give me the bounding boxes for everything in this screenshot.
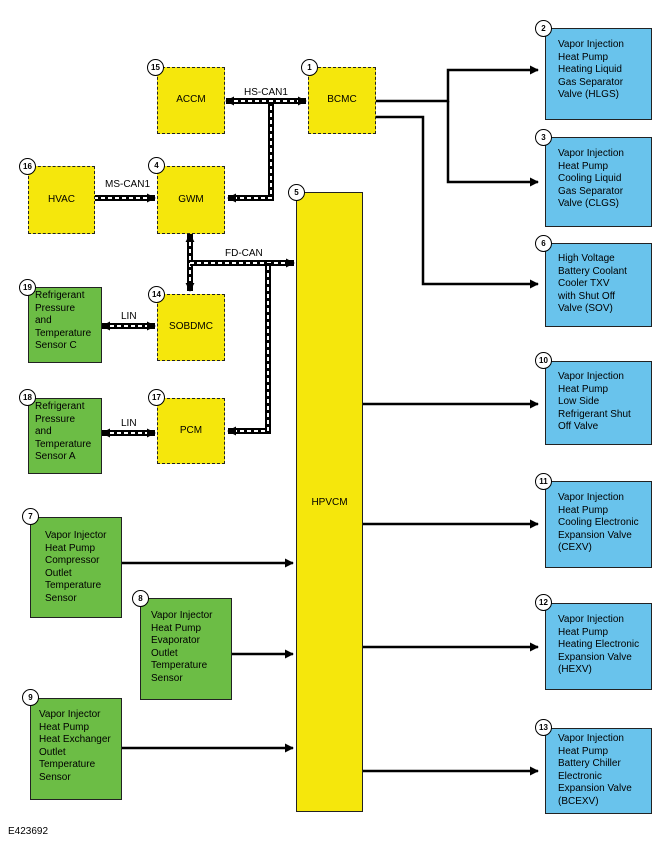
hlgs-valve: Vapor Injection Heat Pump Heating Liquid…	[545, 28, 652, 120]
callout-number: 12	[535, 594, 552, 611]
heat-exchanger-outlet-temp-sensor: Vapor Injector Heat Pump Heat Exchanger …	[30, 698, 122, 800]
lin-top-label: LIN	[121, 311, 137, 322]
bcmc-to-hlgs-link	[376, 65, 539, 103]
module-label: HVAC	[47, 193, 76, 205]
actuator-label: Vapor Injection Heat Pump Cooling Electr…	[558, 492, 639, 554]
module-label: HPVCM	[311, 497, 348, 508]
bcmc-to-clgs-link	[446, 101, 539, 187]
bus-links	[85, 96, 307, 438]
module-label: ACCM	[176, 94, 206, 106]
callout-number: 2	[535, 20, 552, 37]
refrigerant-sensor-c: Refrigerant Pressure and Temperature Sen…	[28, 287, 102, 363]
bcmc-module: BCMC	[308, 67, 376, 134]
hvac-module: HVAC	[28, 166, 95, 234]
callout-number: 14	[148, 286, 165, 303]
actuator-label: High Voltage Battery Coolant Cooler TXV …	[558, 253, 627, 315]
actuator-label: Vapor Injection Heat Pump Battery Chille…	[558, 733, 632, 807]
sensor-label: Refrigerant Pressure and Temperature Sen…	[35, 401, 92, 463]
compressor-outlet-temp-sensor: Vapor Injector Heat Pump Compressor Outl…	[30, 517, 122, 618]
callout-number: 7	[22, 508, 39, 525]
gwm-module: GWM	[157, 166, 225, 234]
callout-number: 1	[301, 59, 318, 76]
ms-can1-label: MS-CAN1	[105, 179, 151, 190]
actuator-label: Vapor Injection Heat Pump Heating Liquid…	[558, 39, 624, 101]
hexv-valve: Vapor Injection Heat Pump Heating Electr…	[545, 603, 652, 690]
actuator-label: Vapor Injection Heat Pump Heating Electr…	[558, 614, 640, 676]
hs-can1-to-gwm-link	[227, 103, 274, 203]
callout-number: 16	[19, 158, 36, 175]
callout-number: 9	[22, 689, 39, 706]
evaporator-outlet-temp-sensor: Vapor Injector Heat Pump Evaporator Outl…	[140, 598, 232, 700]
actuator-label: Vapor Injection Heat Pump Low Side Refri…	[558, 371, 631, 433]
fd-can-to-pcm-link	[227, 263, 271, 436]
sensor-label: Vapor Injector Heat Pump Evaporator Outl…	[151, 610, 213, 684]
callout-number: 13	[535, 719, 552, 736]
callout-number: 3	[535, 129, 552, 146]
sensor-label: Refrigerant Pressure and Temperature Sen…	[35, 290, 92, 352]
bcexv-valve: Vapor Injection Heat Pump Battery Chille…	[545, 728, 652, 814]
pcm-module: PCM	[157, 398, 225, 464]
low-side-shutoff-valve: Vapor Injection Heat Pump Low Side Refri…	[545, 361, 652, 445]
clgs-valve: Vapor Injection Heat Pump Cooling Liquid…	[545, 137, 652, 227]
figure-reference-code: E423692	[8, 826, 49, 837]
module-label: BCMC	[327, 94, 357, 106]
callout-number: 19	[19, 279, 36, 296]
module-label: SOBDMC	[169, 321, 213, 333]
hs-can1-label: HS-CAN1	[244, 87, 288, 98]
callout-number: 17	[148, 389, 165, 406]
actuator-label: Vapor Injection Heat Pump Cooling Liquid…	[558, 148, 624, 210]
output-links	[363, 65, 539, 776]
fd-can-label: FD-CAN	[225, 248, 263, 259]
callout-number: 5	[288, 184, 305, 201]
sensor-label: Vapor Injector Heat Pump Heat Exchanger …	[39, 709, 111, 783]
lin-bottom-label: LIN	[121, 418, 137, 429]
module-label: PCM	[179, 424, 203, 436]
callout-number: 4	[148, 157, 165, 174]
accm-module: ACCM	[157, 67, 225, 134]
input-links	[122, 558, 294, 753]
callout-number: 6	[535, 235, 552, 252]
bcmc-to-sov-link	[376, 115, 539, 289]
refrigerant-sensor-a: Refrigerant Pressure and Temperature Sen…	[28, 398, 102, 474]
hpvcm-module: HPVCM	[296, 192, 363, 812]
cexv-valve: Vapor Injection Heat Pump Cooling Electr…	[545, 481, 652, 568]
module-label: GWM	[178, 193, 204, 205]
callout-number: 15	[147, 59, 164, 76]
callout-number: 18	[19, 389, 36, 406]
callout-number: 8	[132, 590, 149, 607]
battery-coolant-txv-sov: High Voltage Battery Coolant Cooler TXV …	[545, 243, 652, 327]
sensor-label: Vapor Injector Heat Pump Compressor Outl…	[45, 530, 107, 604]
callout-number: 10	[535, 352, 552, 369]
sobdmc-module: SOBDMC	[157, 294, 225, 361]
callout-number: 11	[535, 473, 552, 490]
